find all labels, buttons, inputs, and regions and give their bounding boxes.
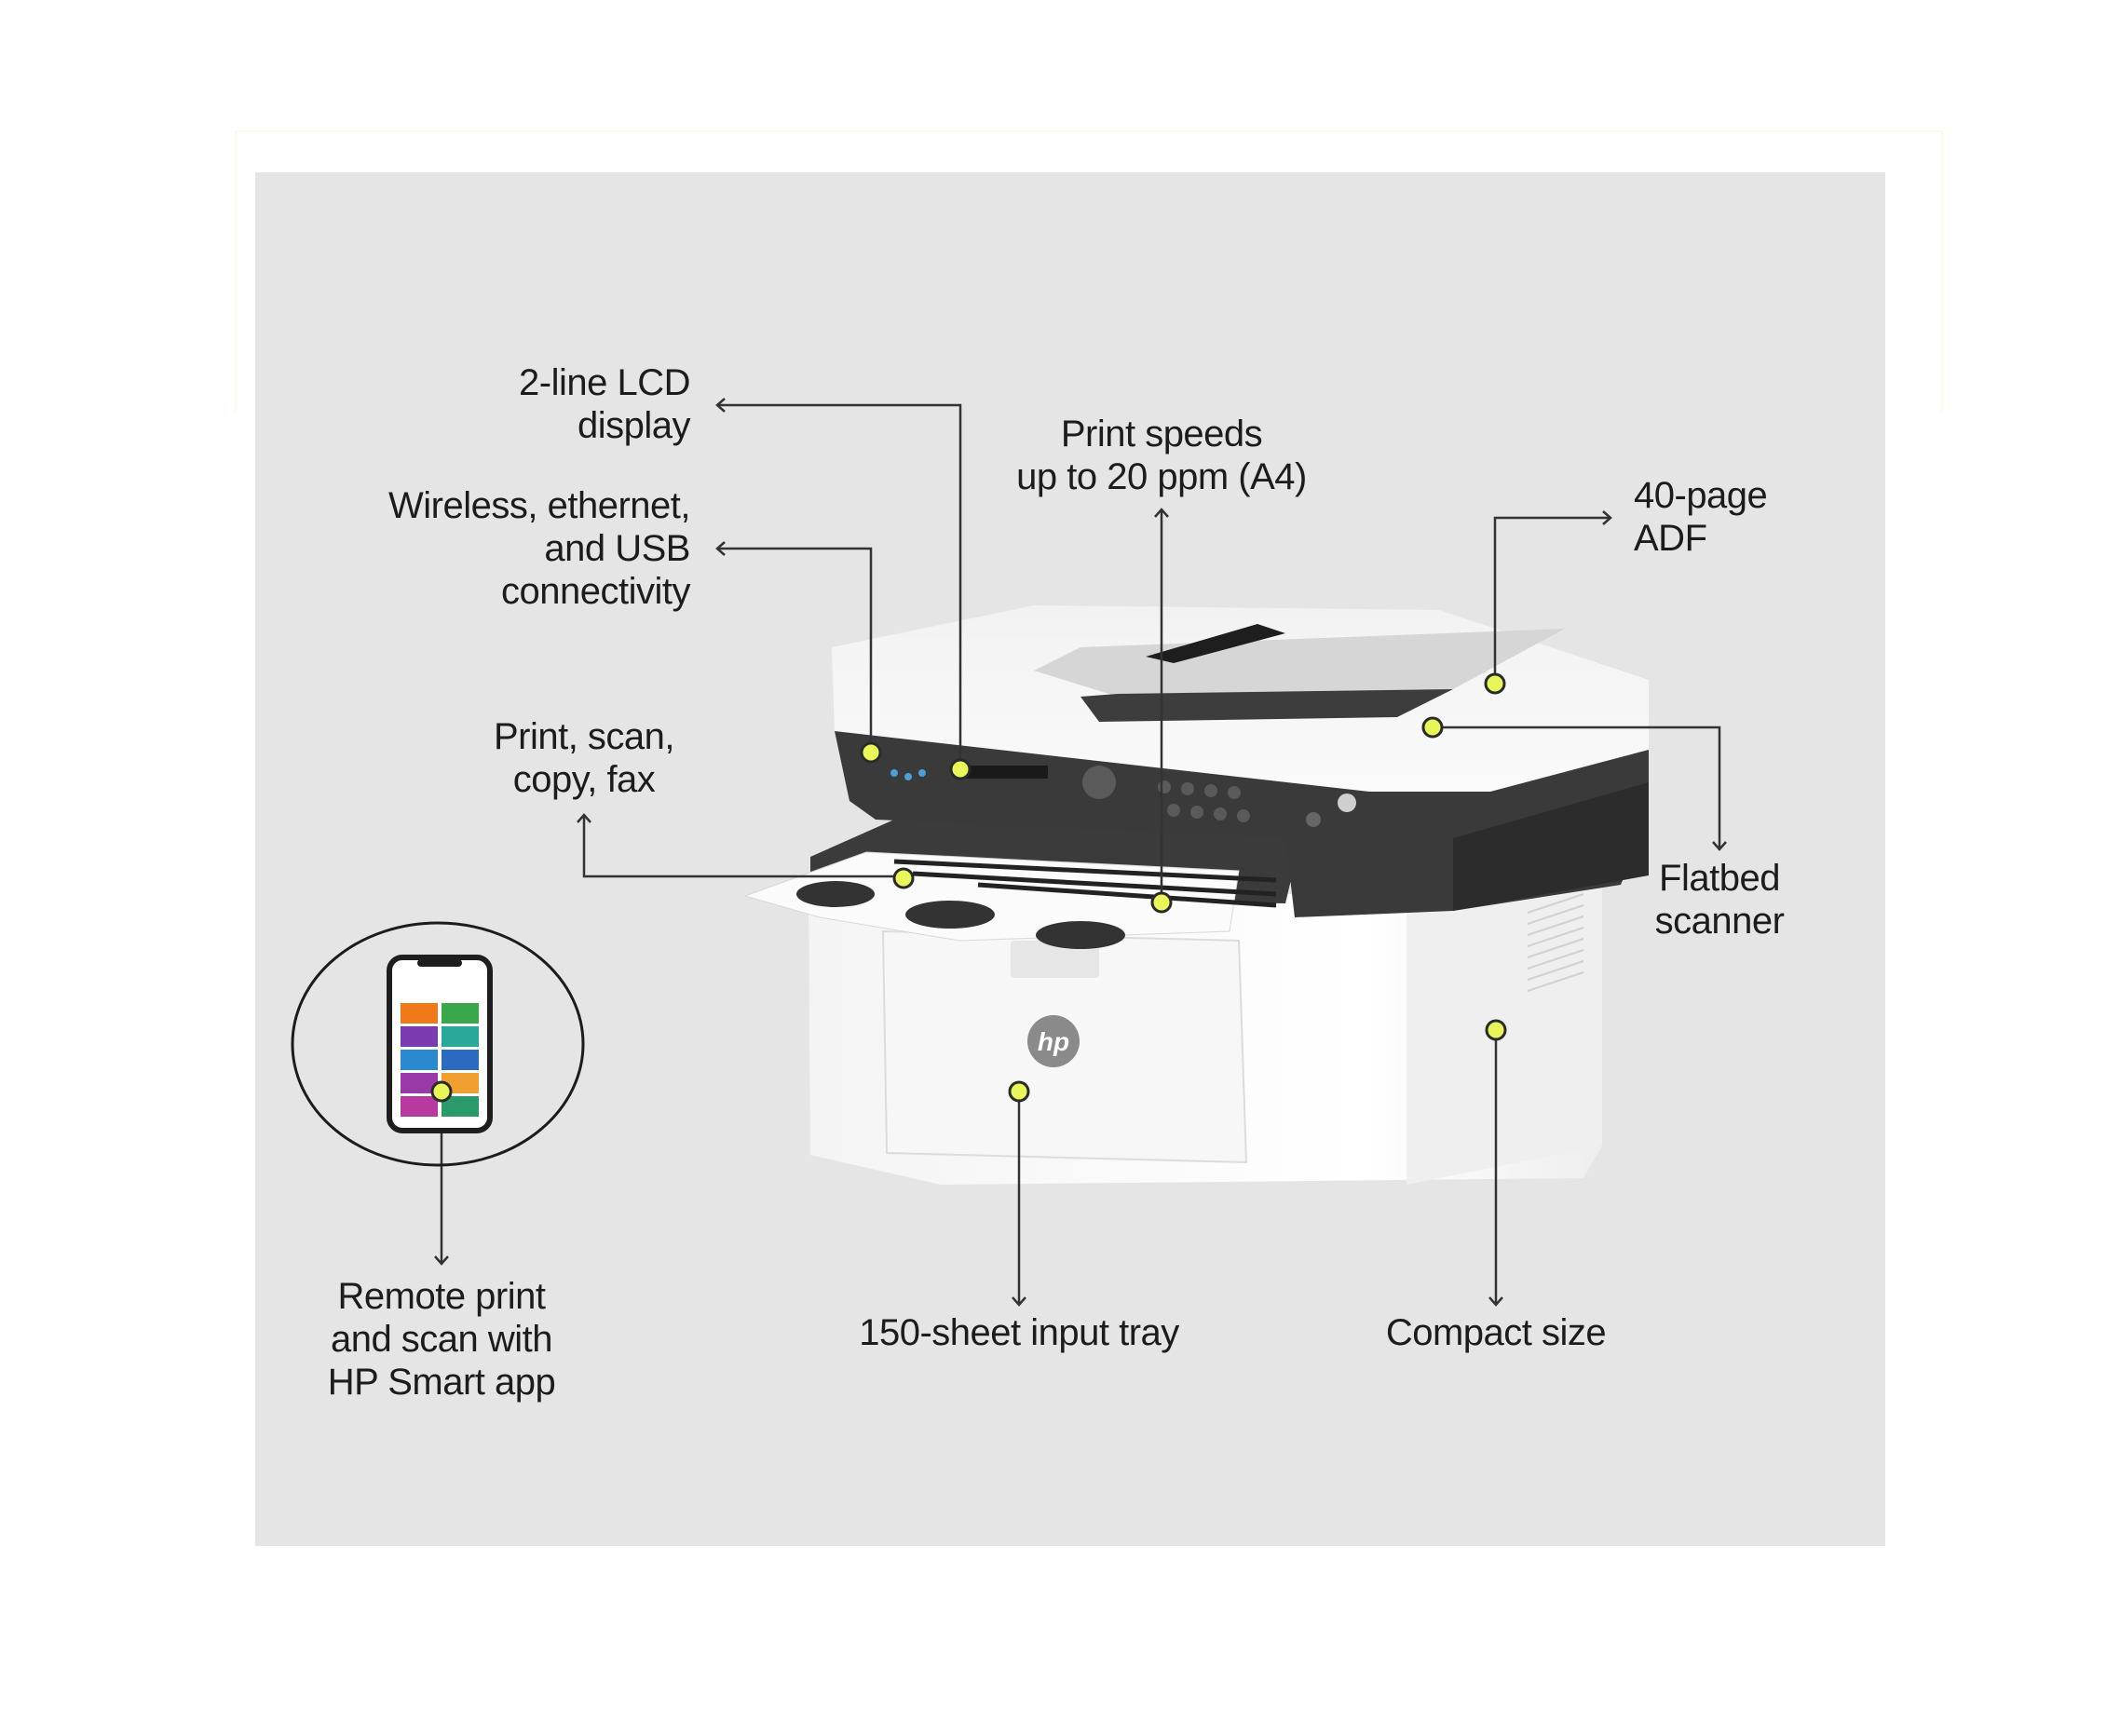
- label-input-tray: 150-sheet input tray: [859, 1312, 1179, 1353]
- dot-print-speed: [1150, 891, 1173, 914]
- hp-logo-icon: [1027, 1015, 1080, 1067]
- dot-flatbed: [1421, 716, 1444, 739]
- dot-lcd: [949, 758, 972, 780]
- printer-body: hp: [809, 838, 1602, 1185]
- hp-smart-app-phone: [291, 921, 585, 1167]
- flatbed-lid: [832, 605, 1649, 792]
- svg-text:hp: hp: [1038, 1027, 1069, 1056]
- callout-dots: [430, 672, 1507, 1103]
- dot-smart-app: [430, 1080, 453, 1103]
- dot-functions: [892, 867, 915, 889]
- power-button-icon: [1338, 793, 1356, 812]
- dot-compact: [1485, 1019, 1507, 1041]
- label-compact-size: Compact size: [1385, 1312, 1607, 1353]
- lcd-display: [955, 766, 1048, 779]
- adf-tray: [1034, 629, 1565, 697]
- label-print-scan-copy-fax: Print, scan,copy, fax: [493, 716, 675, 800]
- callout-lines: [434, 398, 1727, 1307]
- dot-adf: [1484, 672, 1506, 695]
- outer-frame-border: [235, 130, 1943, 412]
- output-tray: [743, 820, 1304, 949]
- dot-input-tray: [1008, 1080, 1030, 1103]
- phone-circle: [291, 921, 585, 1167]
- dot-connectivity: [860, 741, 882, 764]
